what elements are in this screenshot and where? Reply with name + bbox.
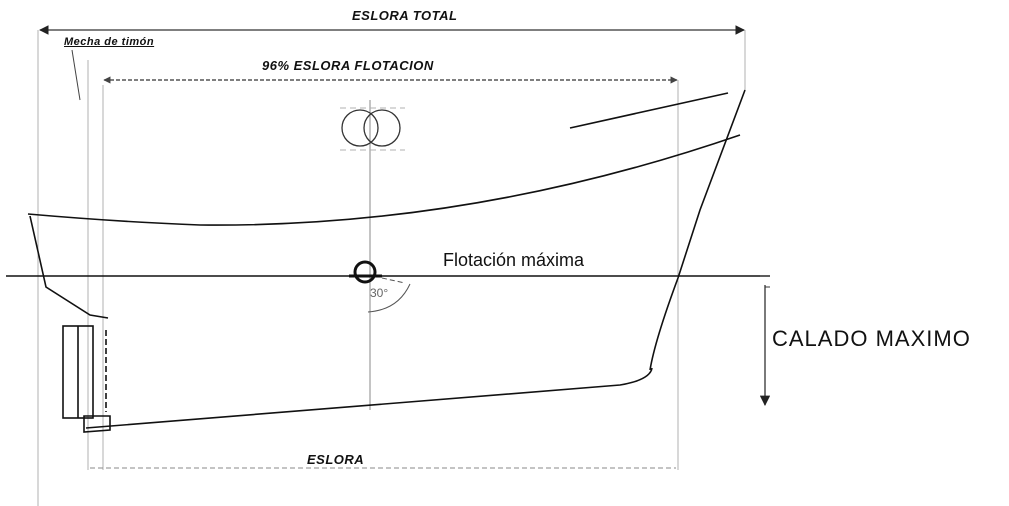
calado-maximo-label: CALADO MAXIMO bbox=[772, 326, 971, 351]
construction-lines bbox=[37, 30, 746, 506]
angle-leg bbox=[381, 277, 406, 284]
angle-label: 30° bbox=[370, 286, 389, 300]
stern-line bbox=[29, 215, 109, 319]
plimsoll-circle bbox=[353, 260, 377, 284]
propeller-left-circle bbox=[341, 109, 379, 147]
hull-outline bbox=[27, 89, 746, 433]
aft-keel bbox=[83, 415, 111, 433]
keel-line bbox=[85, 367, 653, 429]
mecha-timon-label: Mecha de timón bbox=[64, 36, 155, 48]
waterline-marks bbox=[760, 275, 770, 288]
mecha-timon-leader bbox=[71, 49, 81, 101]
flotacion-maxima-label: Flotación máxima bbox=[443, 250, 585, 270]
bulwark-line bbox=[569, 92, 729, 129]
eslora-total-label: ESLORA TOTAL bbox=[352, 8, 458, 23]
propeller-symbol bbox=[341, 109, 401, 147]
eslora-label: ESLORA bbox=[307, 452, 365, 467]
sheer-line bbox=[27, 134, 741, 226]
angle-arc bbox=[367, 283, 411, 313]
rudder bbox=[62, 325, 107, 419]
propeller-right-circle bbox=[363, 109, 401, 147]
plimsoll-mark bbox=[349, 260, 382, 284]
eslora-flotacion-label: 96% ESLORA FLOTACION bbox=[262, 58, 434, 73]
bow-stem bbox=[649, 89, 746, 371]
